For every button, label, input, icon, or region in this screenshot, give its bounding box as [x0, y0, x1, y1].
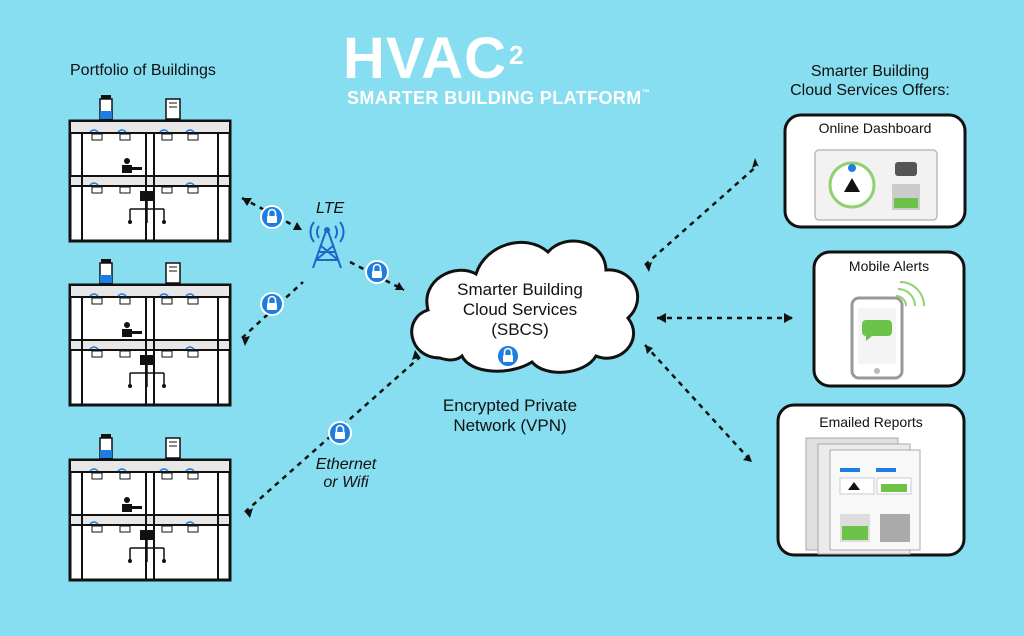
- building-2: [68, 257, 232, 407]
- lock-icon: [260, 292, 284, 316]
- offer-label-online-dashboard: Online Dashboard: [818, 120, 932, 136]
- cell-tower-icon: [309, 221, 345, 269]
- monitor-icon: [814, 149, 938, 221]
- logo-subtitle: SMARTER BUILDING PLATFORM™: [347, 88, 651, 108]
- logo-title: HVAC2: [343, 26, 525, 91]
- lock-icon: [496, 344, 520, 368]
- vpn-label: Encrypted Private Network (VPN): [442, 396, 578, 435]
- lte-label: LTE: [316, 200, 345, 217]
- lock-icon: [328, 421, 352, 445]
- building-1: [68, 93, 232, 243]
- lock-icon: [260, 205, 284, 229]
- portfolio-title: Portfolio of Buildings: [70, 62, 216, 79]
- report-icon: [805, 437, 921, 555]
- offer-label-mobile-alerts: Mobile Alerts: [848, 258, 930, 274]
- ethernet-label: Ethernet or Wifi: [315, 456, 377, 491]
- cloud-label: Smarter Building Cloud Services (SBCS): [457, 280, 583, 339]
- smartphone-icon: [850, 281, 925, 380]
- lock-icon: [365, 260, 389, 284]
- offer-label-emailed-reports: Emailed Reports: [819, 414, 923, 430]
- arrowheads: [242, 158, 793, 518]
- cloud-icon: [410, 239, 640, 374]
- offers-title: Smarter Building Cloud Services Offers:: [790, 63, 950, 99]
- building-3: [68, 432, 232, 582]
